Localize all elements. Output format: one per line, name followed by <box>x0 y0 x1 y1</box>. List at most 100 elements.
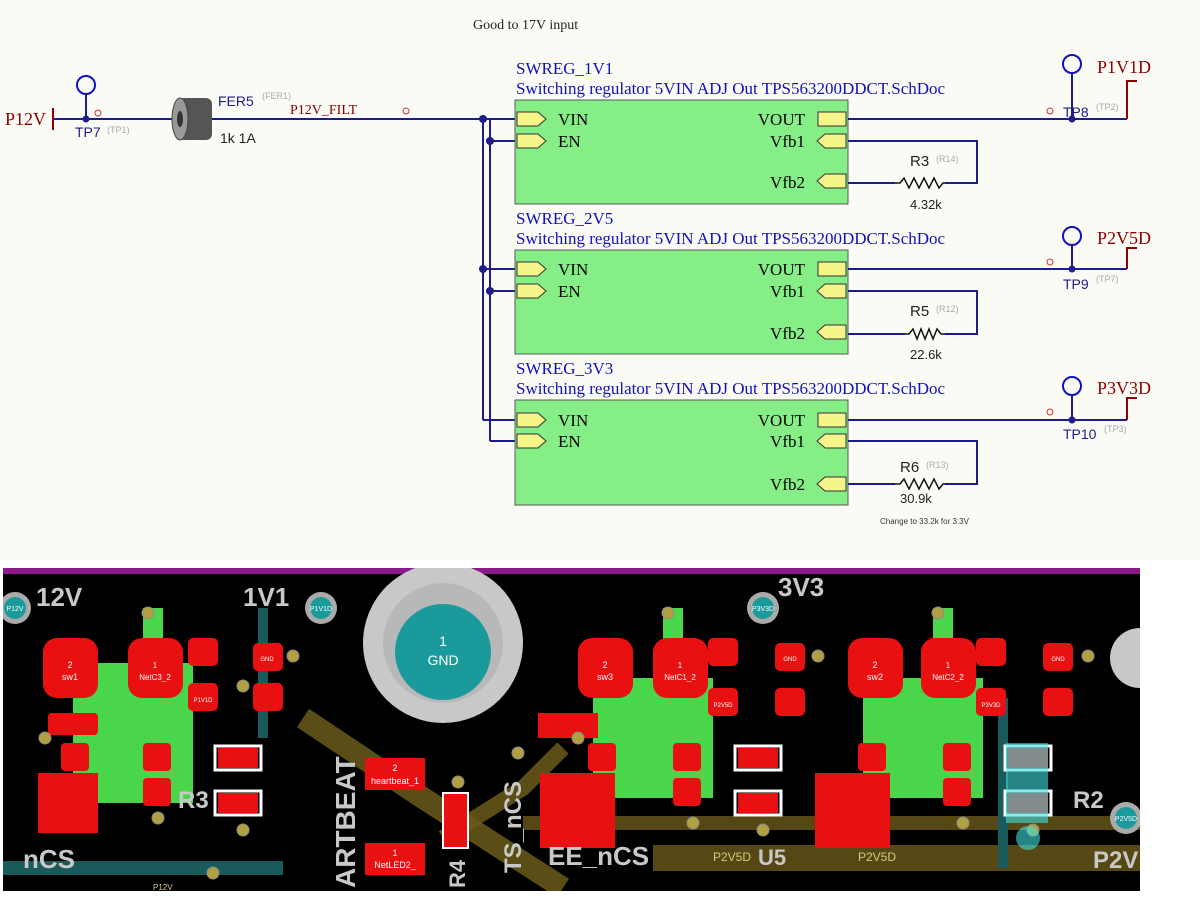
pad-netc2-2[interactable] <box>921 638 976 698</box>
silk-r4: R4 <box>445 859 470 888</box>
r3-symbol[interactable] <box>895 176 945 190</box>
regulator-block-2v5[interactable]: SWREG_2V5 Switching regulator 5VIN ADJ O… <box>514 209 946 355</box>
pad-heartbeat-label: heartbeat_1 <box>371 776 419 786</box>
junction <box>1068 265 1076 273</box>
reg3-vfb1-port <box>816 433 847 449</box>
port-p1v1d: P1V1D <box>1097 57 1151 77</box>
pad[interactable] <box>858 743 886 771</box>
pad[interactable] <box>48 713 98 735</box>
reg1-box[interactable] <box>514 99 849 205</box>
silk-1v1: 1V1 <box>243 582 289 612</box>
pad-p2v5d-label: P2V5D <box>713 703 733 709</box>
tp10-symbol[interactable] <box>1062 376 1082 396</box>
pcb-layout-view: 1 GND 2 sw1 1 NetC3_2 GND P1V1D <box>3 568 1140 891</box>
pad[interactable] <box>188 683 218 711</box>
pad-sw1-label: sw1 <box>62 672 78 682</box>
pad-sw2[interactable] <box>848 638 903 698</box>
pad[interactable] <box>38 773 98 833</box>
tp-p1v1d-label: P1V1D <box>310 606 332 613</box>
pad-sw1[interactable] <box>43 638 98 698</box>
pad-sw3[interactable] <box>578 638 633 698</box>
trace-label-p2v5d-a: P2V5D <box>713 850 751 864</box>
pad[interactable] <box>143 778 171 806</box>
pad-netc3-2[interactable] <box>128 638 183 698</box>
reg2-vin-label: VIN <box>558 260 588 279</box>
pad[interactable] <box>588 743 616 771</box>
tp-pad-p1v1d[interactable]: P1V1D <box>305 592 337 624</box>
reg2-box[interactable] <box>514 249 849 355</box>
junction <box>479 115 487 123</box>
pad[interactable] <box>143 743 171 771</box>
led-heartbeat[interactable]: 2 heartbeat_1 1 NetLED2_ <box>365 758 469 875</box>
port-p3v3d-bar <box>1126 397 1137 420</box>
highlighted-net <box>1006 743 1048 850</box>
pad[interactable] <box>943 743 971 771</box>
tp-pad-p2v5d[interactable]: P2V5D <box>1110 802 1140 834</box>
reg2-name: SWREG_2V5 <box>516 209 613 228</box>
pad[interactable] <box>775 688 805 716</box>
pad-p1v1d-label: P1V1D <box>193 698 213 704</box>
pad[interactable] <box>218 793 258 813</box>
ferrite-symbol[interactable] <box>171 97 212 141</box>
pad[interactable] <box>218 748 258 768</box>
silk-u5: U5 <box>758 845 786 870</box>
r6-symbol[interactable] <box>895 477 945 491</box>
pad[interactable] <box>61 743 89 771</box>
pad[interactable] <box>976 638 1006 666</box>
tp-pad-p3v3d[interactable]: P3V3D <box>747 592 779 624</box>
r5-value: 22.6k <box>910 347 942 362</box>
reg3-en-port <box>516 433 547 449</box>
pcb-module-2[interactable] <box>538 638 805 848</box>
reg1-doc: Switching regulator 5VIN ADJ Out TPS5632… <box>516 79 946 98</box>
fer5-value: 1k 1A <box>220 130 256 146</box>
port-p1v1d-bar <box>1126 80 1137 119</box>
tp8-symbol[interactable] <box>1062 54 1082 74</box>
junction-tp7 <box>82 115 90 123</box>
regulator-block-1v1[interactable]: SWREG_1V1 Switching regulator 5VIN ADJ O… <box>514 59 946 205</box>
reg1-vin-port <box>516 111 547 127</box>
reg3-vin-port <box>516 412 547 428</box>
gnd-pad-label: GND <box>427 652 458 668</box>
pad[interactable] <box>976 688 1006 716</box>
pad[interactable] <box>1043 643 1073 671</box>
pad[interactable] <box>1043 688 1073 716</box>
pad[interactable] <box>738 793 778 813</box>
pad[interactable] <box>673 778 701 806</box>
pad[interactable] <box>540 773 615 848</box>
pad-netc2-label: NetC2_2 <box>932 673 964 682</box>
tp-p12v-label: P12V <box>6 606 23 613</box>
r6-label: R6 <box>900 459 919 476</box>
pcb-module-1[interactable] <box>38 638 283 833</box>
pad-gnd-label: GND <box>1051 657 1065 663</box>
reg3-vfb2-port <box>816 476 847 492</box>
reg2-doc: Switching regulator 5VIN ADJ Out TPS5632… <box>516 229 946 248</box>
pin-marker <box>1046 107 1054 115</box>
tp7-symbol[interactable] <box>76 75 96 95</box>
pad[interactable] <box>253 643 283 671</box>
silk-ts-ncs: TS_nCS <box>500 781 527 873</box>
tp-pad-p12v[interactable]: P12V <box>3 592 31 624</box>
junction <box>479 265 487 273</box>
pad[interactable] <box>708 638 738 666</box>
regulator-block-3v3[interactable]: SWREG_3V3 Switching regulator 5VIN ADJ O… <box>514 359 946 506</box>
reg3-box[interactable] <box>514 399 849 506</box>
reg2-vfb1-port <box>816 283 847 299</box>
pad[interactable] <box>943 778 971 806</box>
pad[interactable] <box>538 713 598 738</box>
r5-symbol[interactable] <box>905 326 945 342</box>
pad[interactable] <box>815 773 890 848</box>
pad[interactable] <box>738 748 778 768</box>
pad[interactable] <box>253 683 283 711</box>
mounting-hole-gnd[interactable]: 1 GND <box>363 568 523 723</box>
tp9-symbol[interactable] <box>1062 226 1082 246</box>
pad-netc1-2[interactable] <box>653 638 708 698</box>
fer5-label: FER5 <box>218 93 254 109</box>
pcb-canvas: 1 GND 2 sw1 1 NetC3_2 GND P1V1D <box>3 568 1140 891</box>
pin-marker <box>1046 408 1054 416</box>
pad[interactable] <box>673 743 701 771</box>
tp-p3v3d-label: P3V3D <box>752 606 774 613</box>
pad-num: 1 <box>392 848 397 858</box>
pad[interactable] <box>775 643 805 671</box>
pad[interactable] <box>708 688 738 716</box>
pad[interactable] <box>188 638 218 666</box>
